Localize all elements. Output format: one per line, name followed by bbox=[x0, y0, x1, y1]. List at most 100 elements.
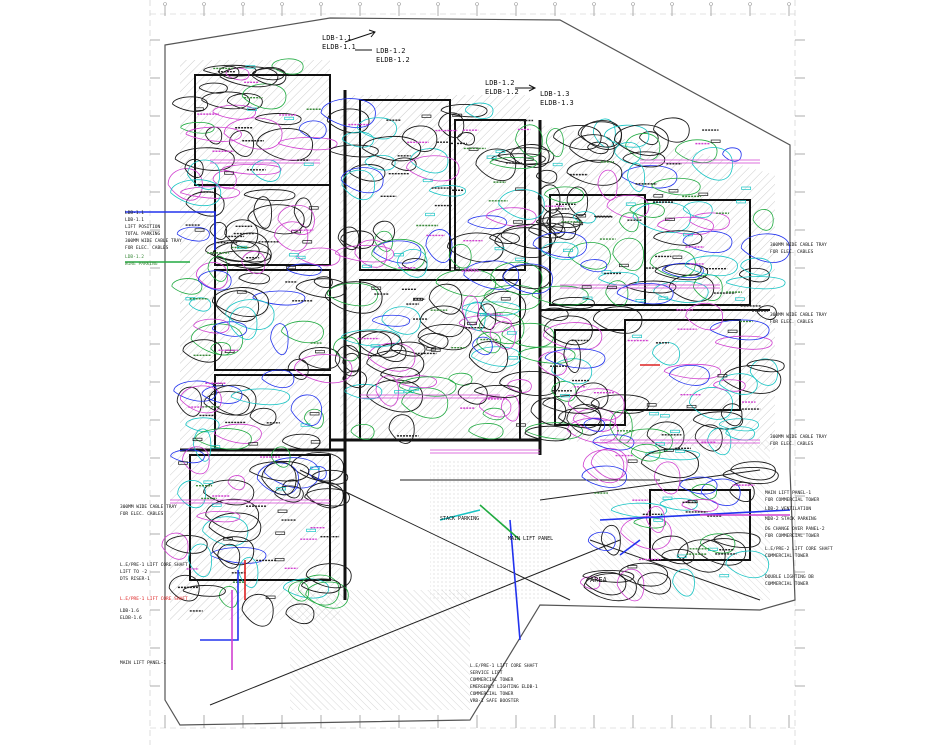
cable-loop bbox=[172, 96, 209, 112]
cable-loop bbox=[583, 573, 637, 602]
cable-loop bbox=[254, 113, 302, 126]
left-lower-note-3: LIFT TO -2 bbox=[120, 569, 147, 575]
light-fixture bbox=[627, 459, 638, 463]
cable-loop bbox=[651, 177, 701, 196]
left-lower-note-4: DTS RISER-1 bbox=[120, 576, 150, 582]
cable-loop bbox=[691, 147, 733, 181]
light-fixture bbox=[185, 297, 196, 301]
cable-loop bbox=[221, 163, 282, 175]
right-note-4: 300MM WIDE CABLE TRAY bbox=[770, 434, 827, 440]
cable-loop bbox=[682, 201, 713, 218]
cable-loop bbox=[208, 512, 262, 542]
grid-bubble bbox=[514, 2, 518, 6]
light-fixture bbox=[658, 296, 669, 300]
cable-loop bbox=[285, 603, 315, 625]
light-fixture bbox=[625, 202, 636, 206]
cable-loop bbox=[684, 255, 738, 277]
cable-loop bbox=[241, 83, 287, 110]
light-fixture bbox=[655, 442, 666, 446]
cable-loop bbox=[324, 281, 383, 314]
light-fixture bbox=[653, 518, 664, 522]
cable-loop bbox=[366, 379, 423, 413]
cable-loop bbox=[212, 240, 272, 269]
cable-loop bbox=[729, 481, 755, 503]
cable-loop bbox=[375, 375, 399, 407]
light-fixture bbox=[676, 554, 687, 558]
cable-loop bbox=[303, 408, 324, 429]
cable-loop bbox=[612, 237, 645, 271]
light-fixture bbox=[289, 253, 299, 257]
grid-ticks-top bbox=[163, 2, 791, 16]
light-fixture bbox=[653, 194, 664, 198]
left-note-6: LDB-1.2 bbox=[125, 254, 144, 260]
light-fixture bbox=[430, 348, 441, 352]
cable-loop bbox=[388, 414, 415, 444]
cable-loop bbox=[344, 330, 392, 357]
cable-loop bbox=[542, 395, 600, 414]
cable-loop bbox=[173, 380, 218, 402]
light-fixture bbox=[515, 187, 525, 191]
cable-loop bbox=[546, 213, 581, 234]
left-lower-note-7: ELDB-1.6 bbox=[120, 615, 142, 621]
light-fixture bbox=[619, 263, 629, 268]
light-fixture bbox=[646, 403, 657, 407]
cable-loop bbox=[720, 403, 743, 427]
cable-loop bbox=[654, 263, 709, 281]
light-fixture bbox=[315, 350, 325, 354]
light-fixture bbox=[506, 331, 517, 335]
light-fixture bbox=[192, 437, 203, 442]
right-lower-note-1: FOR COMMERCIAL TOWER bbox=[765, 497, 819, 503]
cable-loop bbox=[480, 290, 527, 324]
callout-arrows bbox=[344, 29, 537, 92]
light-fixture bbox=[422, 178, 433, 183]
cable-loop bbox=[210, 342, 231, 356]
cable-loop bbox=[550, 222, 577, 240]
cable-loop bbox=[461, 301, 521, 316]
cable-loop bbox=[448, 372, 473, 386]
cable-loop bbox=[238, 272, 270, 285]
cable-loop bbox=[371, 238, 426, 271]
cable-loop bbox=[286, 263, 322, 276]
light-fixture bbox=[310, 440, 321, 444]
bottom-note-5: VRB-1 SAFE BOOSTER bbox=[470, 698, 519, 704]
cable-loop bbox=[356, 117, 398, 140]
left-note-0: LDB-1.1 bbox=[125, 210, 144, 216]
light-fixture bbox=[224, 349, 235, 354]
cable-loop bbox=[428, 185, 467, 197]
cable-loop bbox=[485, 207, 537, 227]
grid-bubble bbox=[475, 2, 479, 6]
cable-loop bbox=[675, 139, 718, 164]
cable-loop bbox=[391, 157, 417, 171]
left-lower-note-6: LDB-1.6 bbox=[120, 608, 139, 614]
light-fixture bbox=[178, 461, 188, 465]
cable-loop bbox=[524, 422, 583, 440]
cable-loop bbox=[627, 163, 645, 192]
cable-loop bbox=[600, 524, 621, 556]
light-fixture bbox=[362, 264, 372, 268]
cable-loop bbox=[524, 425, 572, 442]
cable-loop bbox=[216, 250, 272, 263]
cable-loop bbox=[544, 348, 606, 369]
grid-bubble bbox=[553, 2, 557, 6]
cable-loop bbox=[740, 257, 772, 276]
cable-loop bbox=[215, 290, 260, 322]
left-lower-note-2: L.E/PRE-1 LIFT CORE SHAFT bbox=[120, 562, 188, 568]
light-fixture bbox=[710, 139, 721, 143]
cable-loop bbox=[661, 548, 695, 565]
light-fixture bbox=[236, 290, 247, 294]
cable-loop bbox=[483, 284, 541, 311]
cable-loop bbox=[590, 448, 628, 480]
cable-loop bbox=[381, 306, 421, 335]
cable-loop bbox=[333, 336, 360, 362]
cable-loop bbox=[567, 388, 625, 421]
cable-loop bbox=[371, 314, 411, 327]
cable-loop bbox=[241, 593, 274, 627]
cable-loop bbox=[598, 271, 640, 286]
cable-loop bbox=[722, 364, 782, 394]
cable-loop bbox=[304, 488, 350, 507]
light-fixture bbox=[500, 297, 511, 301]
cable-loop bbox=[334, 345, 361, 377]
cable-loop bbox=[619, 428, 673, 454]
cable-loop bbox=[499, 370, 560, 397]
